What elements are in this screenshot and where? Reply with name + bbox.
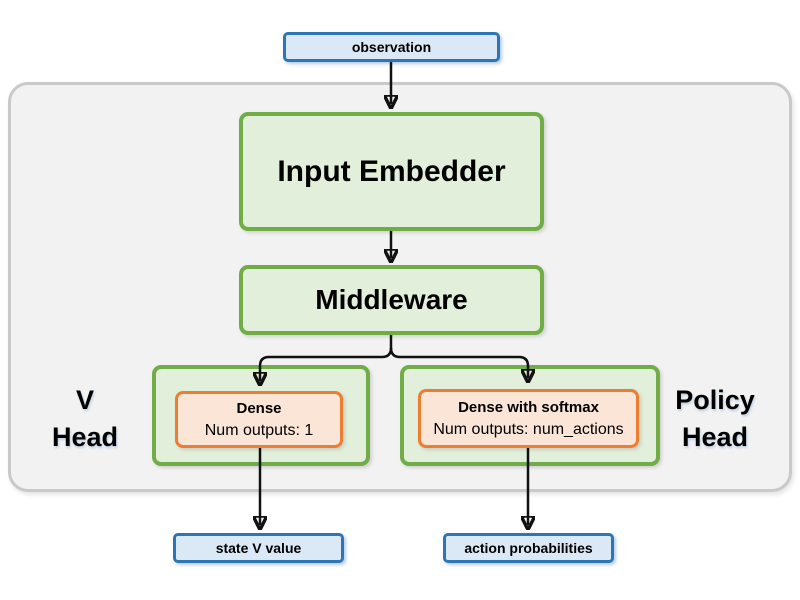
node-state-v-value-label: state V value [215,540,302,556]
policy-head-label-line2: Head [681,422,749,452]
node-policy-dense-title: Dense with softmax [458,398,599,416]
node-observation-label: observation [351,39,432,55]
node-middleware-label: Middleware [315,284,468,315]
node-v-dense-title: Dense [236,399,282,417]
v-head-label: V Head [25,382,145,456]
v-head-label-line1: V [75,385,94,415]
node-middleware: Middleware [239,265,544,335]
node-action-probabilities: action probabilities [443,533,614,563]
node-action-probabilities-label: action probabilities [464,540,593,556]
node-input-embedder-label: Input Embedder [277,154,506,188]
v-head-label-line2: Head [51,422,119,452]
node-state-v-value: state V value [173,533,344,563]
policy-head-label-line1: Policy [675,385,755,415]
node-v-dense-subtitle: Num outputs: 1 [204,421,314,439]
node-policy-dense: Dense with softmax Num outputs: num_acti… [418,389,639,448]
node-policy-dense-subtitle: Num outputs: num_actions [433,420,624,438]
node-observation: observation [283,32,500,62]
policy-head-label: Policy Head [654,382,776,456]
node-input-embedder: Input Embedder [239,112,544,231]
node-v-dense: Dense Num outputs: 1 [175,391,343,448]
